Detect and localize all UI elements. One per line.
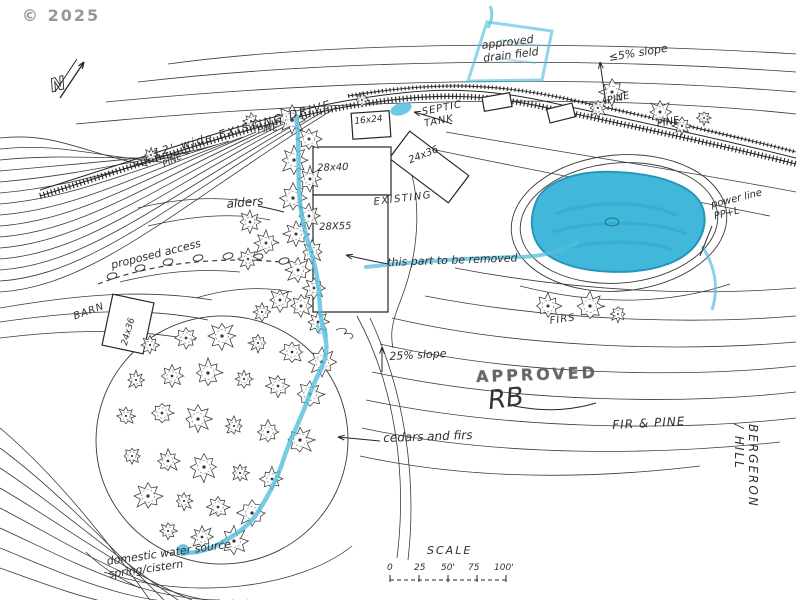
water-features [177, 5, 717, 556]
spring-cistern-mark [177, 544, 189, 556]
label-bldg-28x55: 28X55 [319, 220, 352, 233]
building-28x55 [312, 194, 389, 313]
leader-arrows [257, 61, 713, 442]
scale-title: SCALE [427, 544, 473, 557]
buildings [101, 91, 577, 355]
building-28x40 [312, 146, 392, 196]
scale-tick-4: 100' [494, 563, 514, 573]
building-24x36-septic [388, 130, 470, 204]
scale-tick-0: 0 [387, 563, 393, 573]
north-arrow: N [47, 58, 85, 99]
inspector-signature: RB [486, 381, 526, 417]
label-bldg-28x40: 28x40 [317, 161, 349, 174]
copyright-watermark: © 2025 [22, 6, 101, 25]
tree-clusters [115, 78, 712, 556]
existing-drive-road [39, 83, 797, 199]
building-barn-24x36 [101, 293, 155, 355]
credit-text: BERGERON / HILL [732, 424, 760, 508]
scale-tick-3: 75 [468, 563, 480, 573]
ditch-highlight [364, 241, 579, 269]
scale-tick-2: 50' [441, 563, 455, 573]
drain-field-outline [465, 20, 554, 83]
scale-tick-1: 25 [414, 563, 426, 573]
building-16x24 [350, 110, 392, 140]
septic-tank-mark [390, 102, 412, 116]
north-label: N [48, 73, 68, 97]
scale-bar [389, 575, 507, 582]
stream [181, 113, 329, 556]
